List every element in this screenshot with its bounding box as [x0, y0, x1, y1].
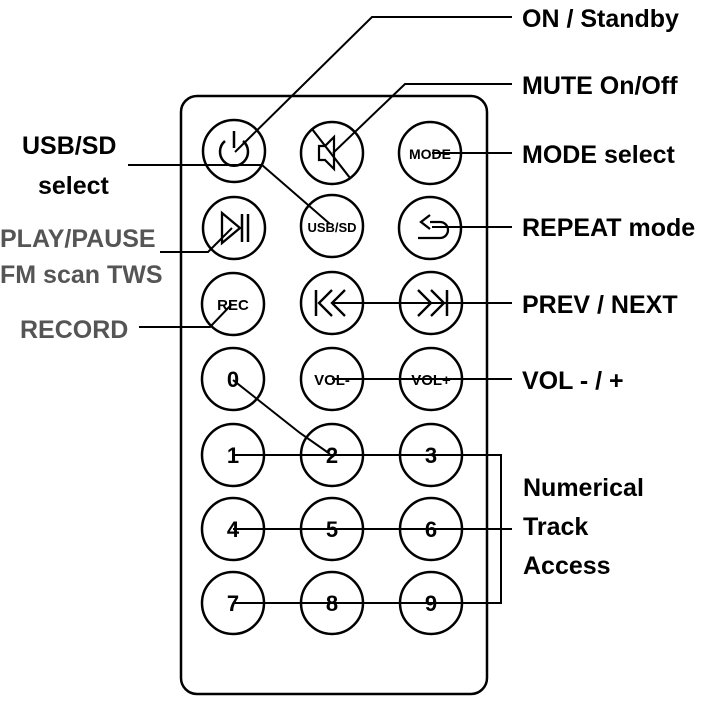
label-record: RECORD	[20, 316, 128, 344]
label-prev-next: PREV / NEXT	[522, 291, 678, 319]
label-numerical-line1: Numerical	[523, 474, 644, 502]
mute-button[interactable]	[299, 120, 365, 186]
mode-button[interactable]: MODE	[397, 120, 463, 186]
leader-mute	[332, 83, 512, 154]
digit-0-button[interactable]: 0	[200, 346, 266, 412]
leader-play-pause	[160, 227, 233, 253]
label-on-standby: ON / Standby	[522, 5, 679, 33]
play-pause-button[interactable]	[201, 195, 267, 261]
leader-zero-to-two	[232, 379, 331, 455]
digit-0-label: 0	[227, 367, 239, 392]
usb-sd-button-label: USB/SD	[307, 220, 356, 235]
leader-lines	[128, 16, 512, 604]
leader-on-standby	[234, 16, 512, 153]
leader-usb-sd	[128, 164, 331, 225]
label-mode-select: MODE select	[522, 141, 676, 169]
mute-icon	[311, 128, 351, 179]
label-usb-sd-line2: select	[38, 172, 110, 200]
repeat-icon	[418, 214, 450, 240]
usb-sd-button[interactable]: USB/SD	[299, 193, 365, 259]
label-numerical-line2: Track	[523, 513, 588, 541]
label-fm-scan: FM scan TWS	[0, 261, 163, 289]
label-mute: MUTE On/Off	[522, 72, 678, 100]
leader-record	[139, 303, 233, 328]
label-repeat-mode: REPEAT mode	[522, 214, 695, 242]
mode-button-label: MODE	[409, 146, 451, 162]
rec-button-label: REC	[217, 297, 249, 314]
vol-plus-label: VOL+	[411, 372, 451, 389]
play-pause-icon	[220, 210, 250, 246]
label-play-pause: PLAY/PAUSE	[0, 225, 156, 253]
power-button[interactable]	[201, 118, 267, 184]
label-usb-sd-line1: USB/SD	[22, 132, 116, 160]
vol-minus-label: VOL-	[314, 372, 350, 389]
label-vol: VOL - / +	[522, 367, 624, 395]
label-numerical-line3: Access	[523, 552, 611, 580]
